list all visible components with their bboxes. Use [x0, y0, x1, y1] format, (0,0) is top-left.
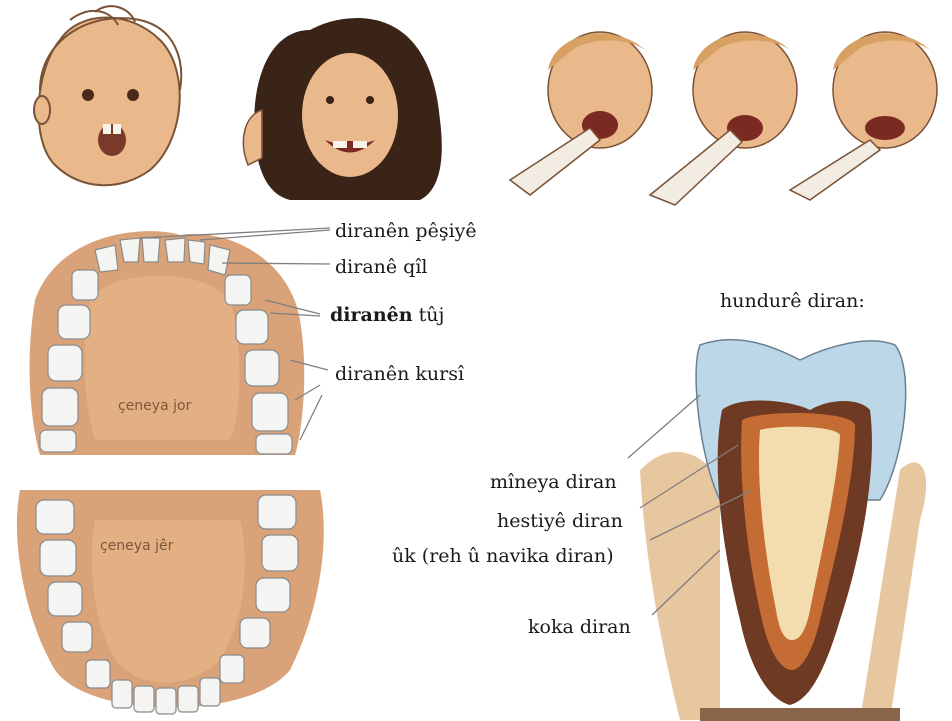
label-molars: diranên kursî [335, 365, 464, 384]
label-enamel: mîneya diran [490, 473, 617, 492]
lower-jaw-label: çeneya jêr [100, 538, 173, 554]
girl-face-icon [243, 18, 441, 200]
tooth-interior-title: hundurê diran: [720, 292, 865, 311]
boy-brushing-icon [510, 32, 937, 205]
label-premolars: diranên tûj [330, 306, 444, 325]
label-dentin: hestiyê diran [497, 512, 623, 531]
upper-jaw [30, 231, 305, 455]
tooth-cross-section [640, 340, 926, 721]
label-premolars-bold: diranên [330, 304, 413, 326]
upper-jaw-label: çeneya jor [118, 398, 191, 414]
label-premolars-rest: tûj [419, 304, 445, 326]
baby-face-icon [34, 6, 181, 185]
label-pulp: ûk (reh û navika diran) [392, 547, 614, 566]
lower-jaw [17, 490, 324, 714]
label-canine: diranê qîl [335, 258, 428, 277]
label-root: koka diran [528, 618, 631, 637]
label-front-teeth: diranên pêşiyê [335, 222, 477, 241]
